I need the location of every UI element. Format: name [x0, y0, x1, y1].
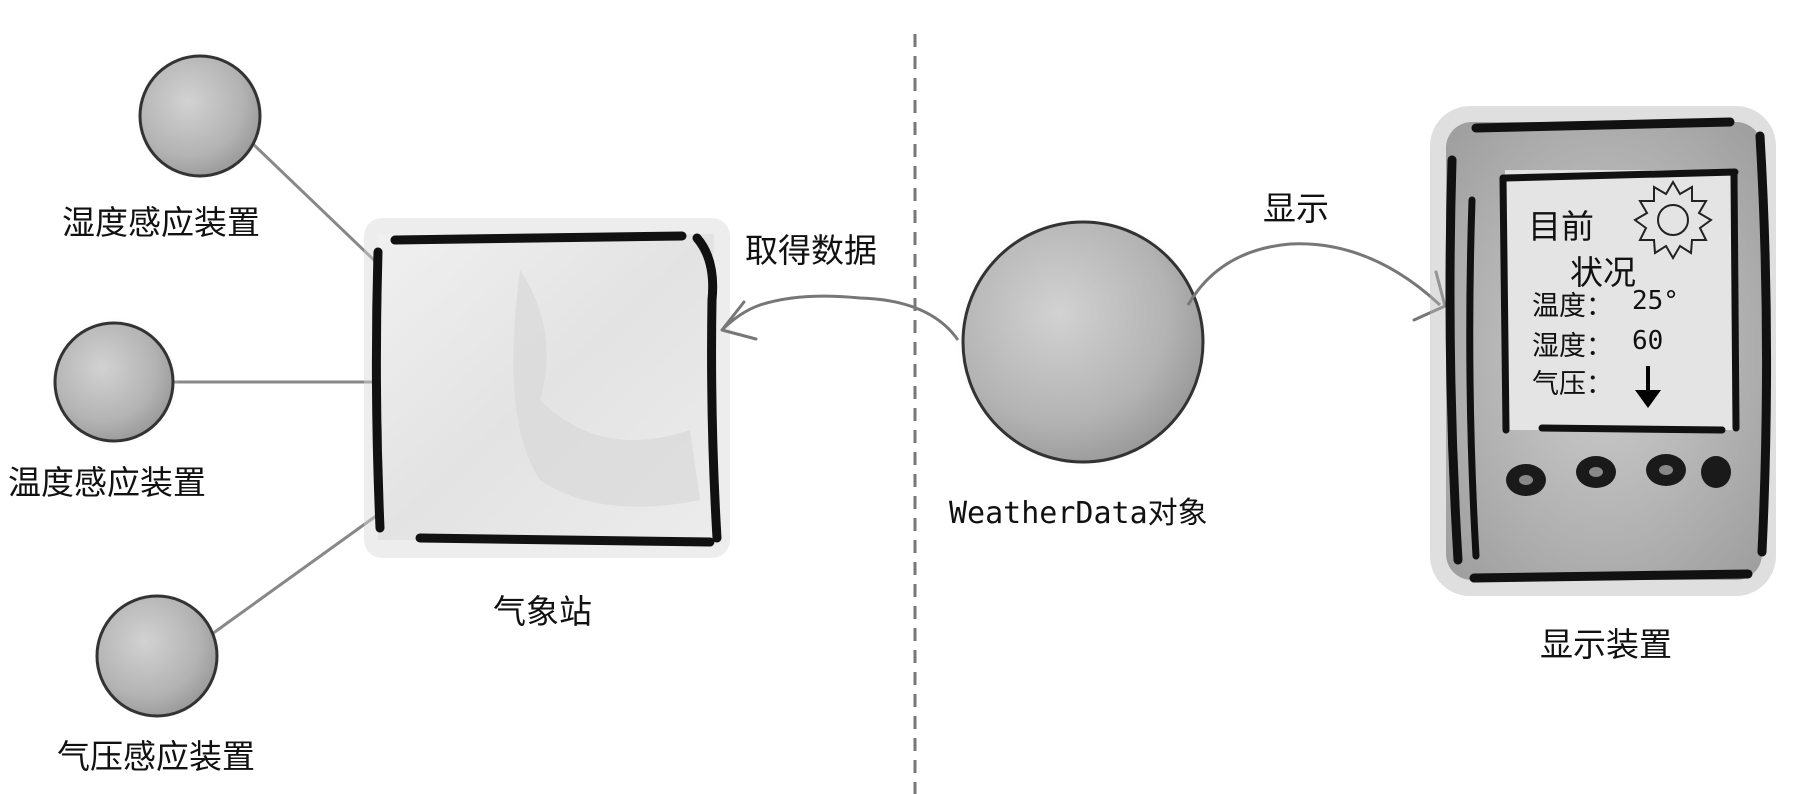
- down-arrow-icon: [1635, 366, 1661, 408]
- temperature-sensor-icon: [48, 316, 180, 448]
- screen-temperature-value: 25°: [1632, 286, 1679, 316]
- screen-title-line1: 目前: [1528, 207, 1594, 246]
- weather-station-label: 气象站: [493, 592, 592, 631]
- device-button-4: [1701, 456, 1731, 488]
- screen-title-line2: 状况: [1570, 253, 1636, 292]
- humidity-sensor-icon: [134, 50, 266, 182]
- screen-humidity-value: 60: [1632, 326, 1664, 356]
- humidity-sensor-link: [250, 141, 378, 264]
- get-data-label: 取得数据: [745, 231, 877, 270]
- pressure-sensor-label: 气压感应装置: [57, 737, 255, 776]
- screen-pressure-label: 气压：: [1532, 369, 1613, 400]
- screen-temperature-label: 温度：: [1532, 291, 1613, 322]
- weatherdata-object-label: WeatherData对象: [949, 496, 1208, 531]
- pressure-sensor-icon: [91, 590, 223, 722]
- display-device: [1430, 106, 1776, 596]
- weatherdata-object-icon: [953, 212, 1213, 472]
- pressure-sensor-link: [211, 514, 377, 636]
- weather-station-box: [364, 218, 730, 558]
- display-arrow-label: 显示: [1263, 189, 1329, 228]
- get-data-arrow: [720, 294, 960, 341]
- display-screen: [1505, 170, 1735, 430]
- temperature-sensor-label: 温度感应装置: [8, 463, 206, 502]
- display-device-label: 显示装置: [1540, 625, 1672, 664]
- humidity-sensor-label: 湿度感应装置: [62, 203, 260, 242]
- screen-humidity-label: 湿度：: [1532, 331, 1613, 362]
- sun-icon: [1633, 180, 1713, 260]
- display-arrow: [1186, 242, 1447, 322]
